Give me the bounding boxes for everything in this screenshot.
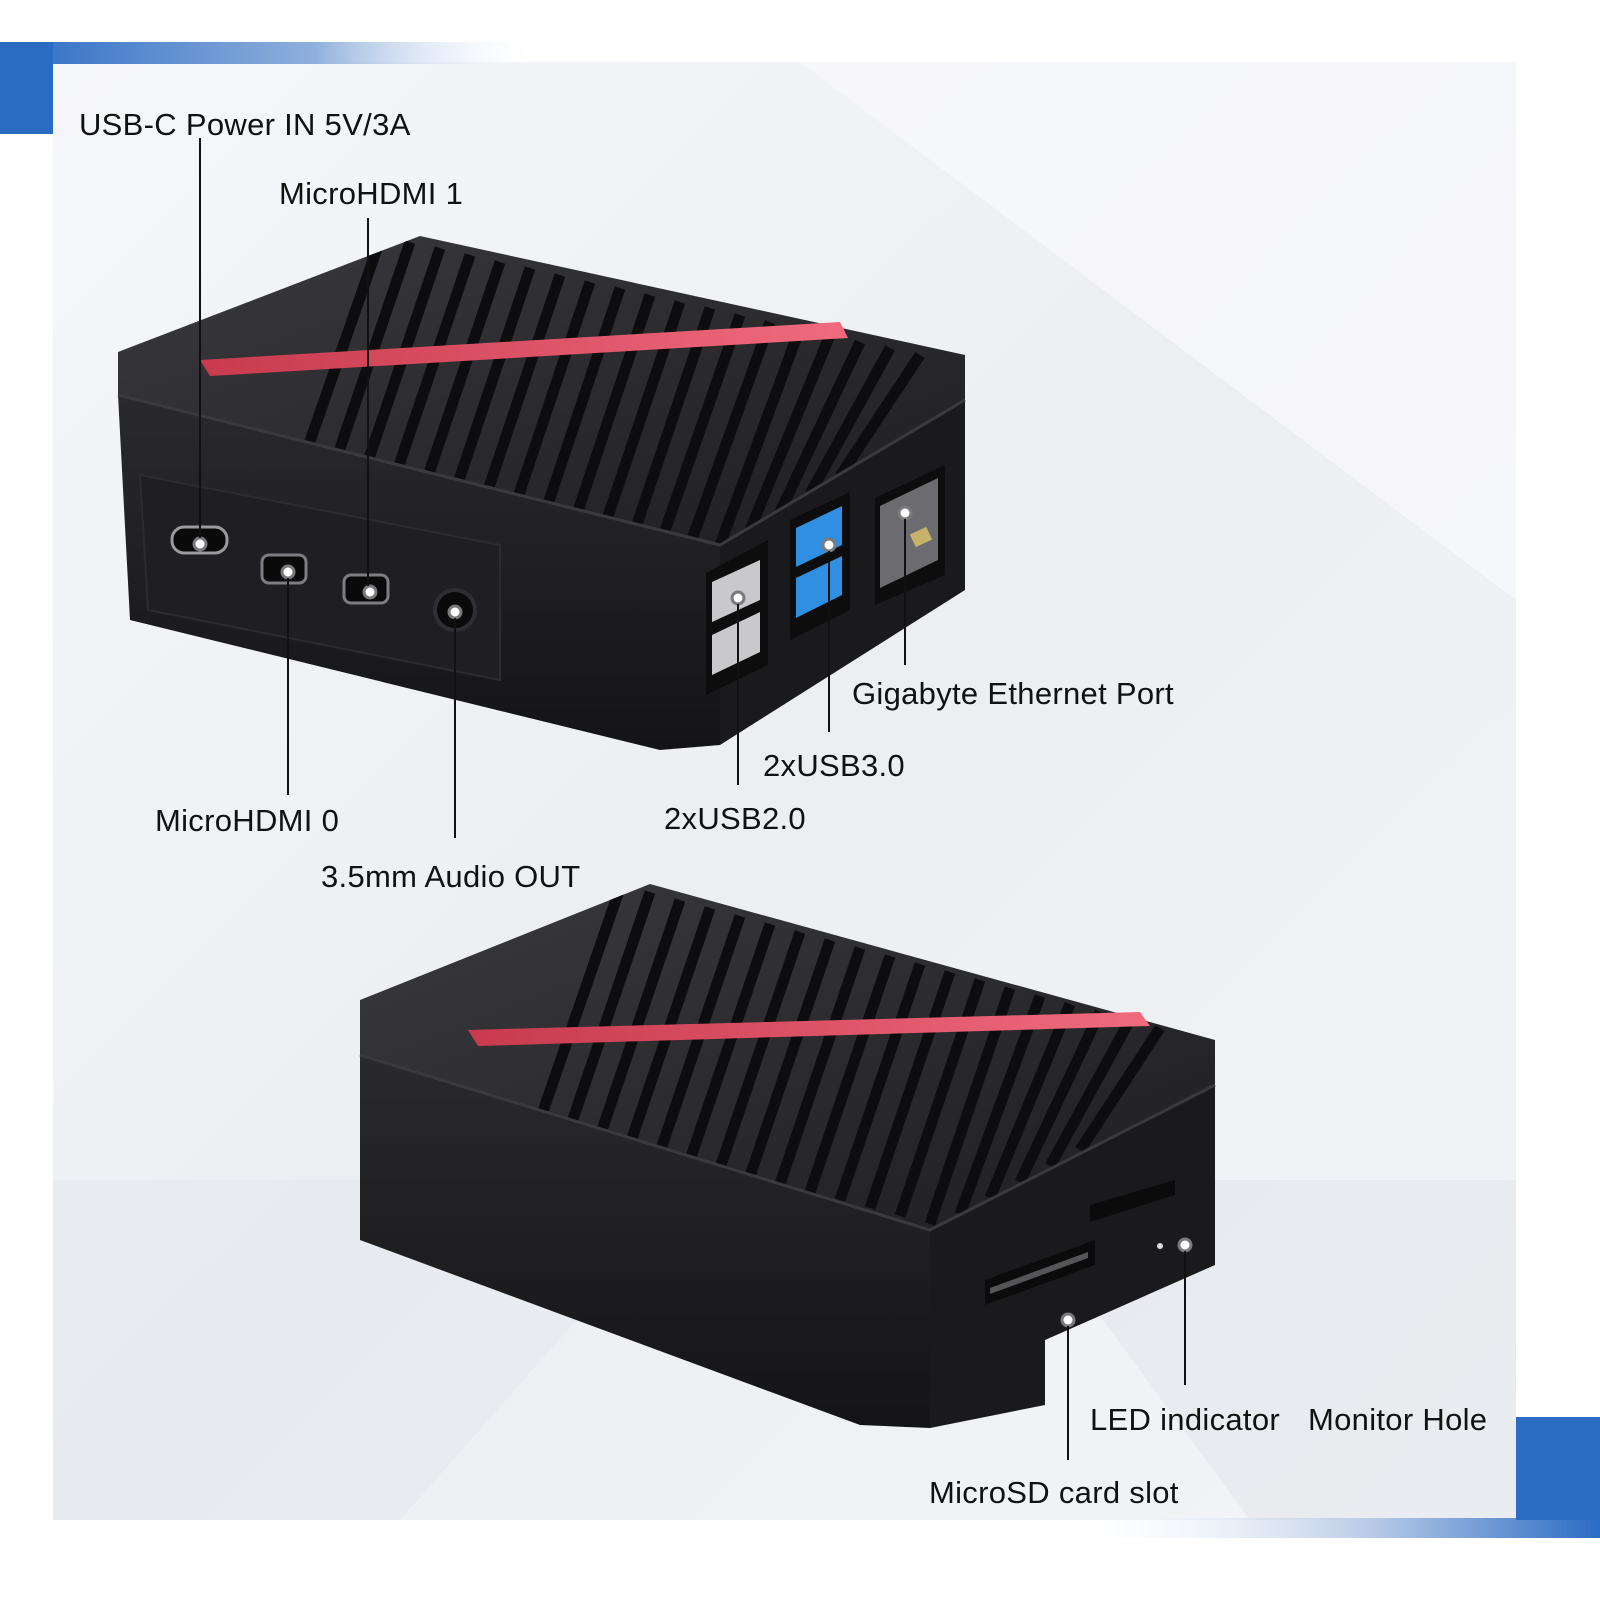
- label-usb-c-power: USB-C Power IN 5V/3A: [79, 107, 411, 142]
- label-microhdmi-1: MicroHDMI 1: [279, 176, 464, 211]
- label-microhdmi-0: MicroHDMI 0: [155, 803, 340, 838]
- callout-lines: [199, 138, 1186, 1460]
- label-gigabyte-ethernet: Gigabyte Ethernet Port: [852, 676, 1174, 711]
- case-bottom-view: [359, 884, 1216, 1428]
- label-microsd-slot: MicroSD card slot: [929, 1475, 1179, 1510]
- label-led-indicator: LED indicator: [1090, 1402, 1280, 1437]
- label-usb3: 2xUSB3.0: [763, 748, 905, 783]
- label-monitor-hole: Monitor Hole: [1308, 1402, 1488, 1437]
- label-usb2: 2xUSB2.0: [664, 801, 806, 836]
- label-audio-out: 3.5mm Audio OUT: [321, 859, 581, 894]
- case-top-view: [117, 236, 966, 750]
